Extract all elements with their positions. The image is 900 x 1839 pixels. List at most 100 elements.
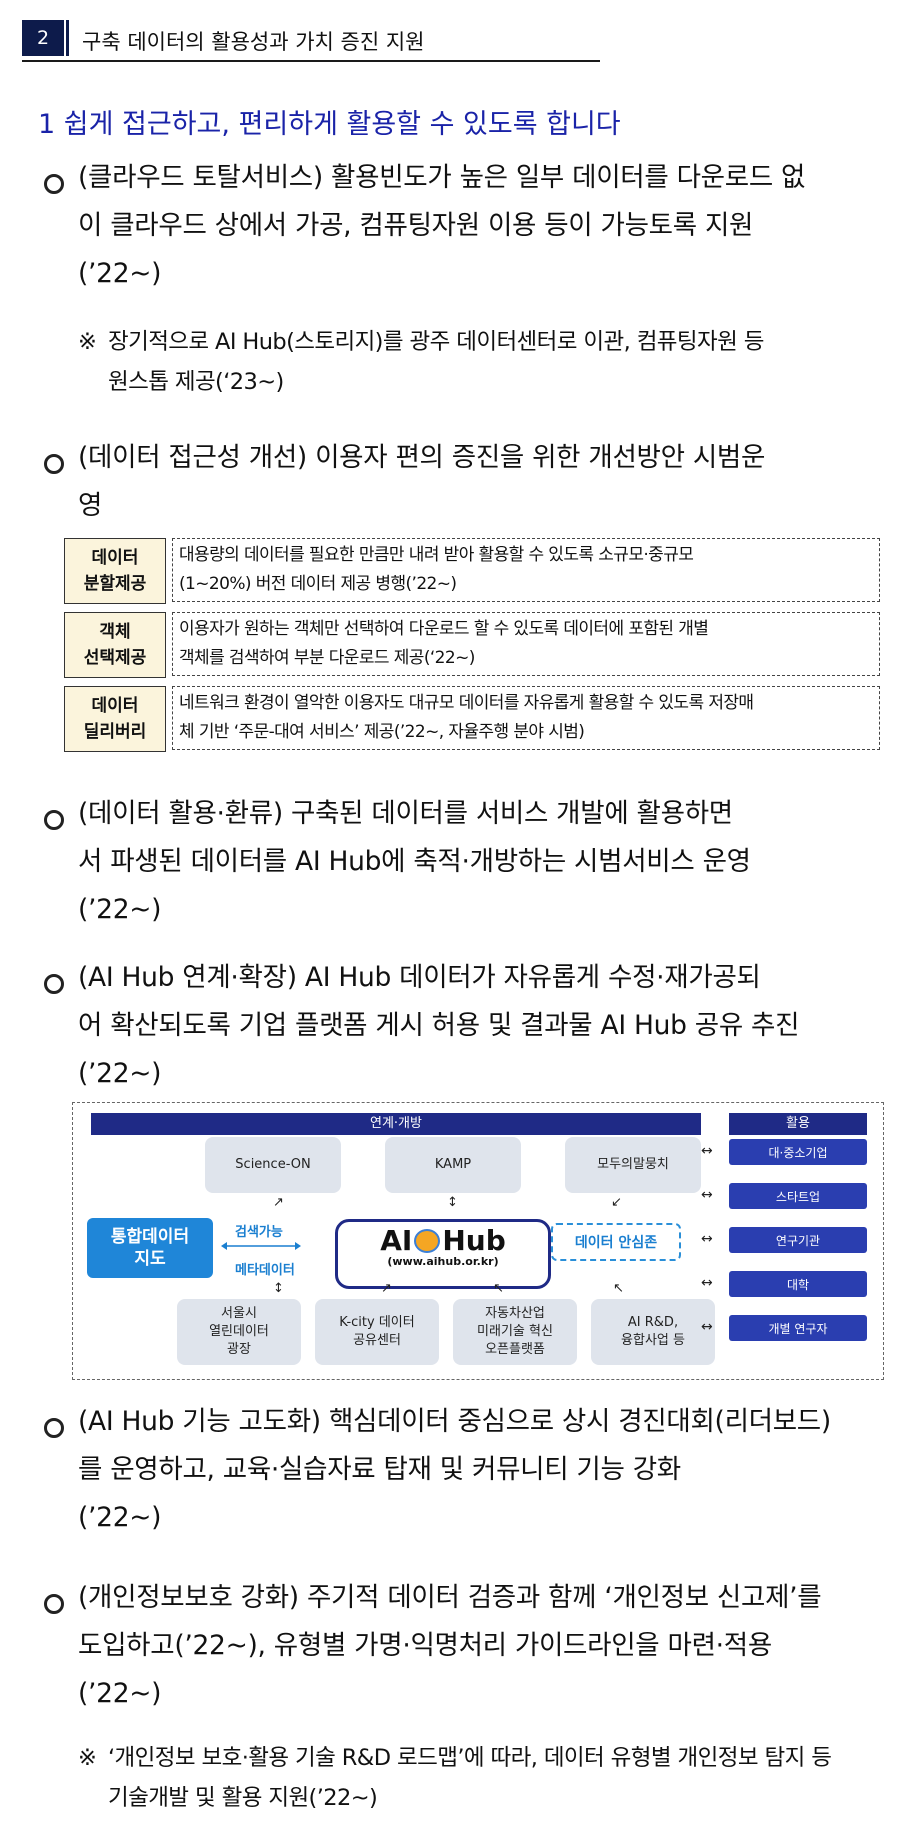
box-line: 오픈플랫폼 [485, 1342, 545, 1357]
box-line: K-city 데이터 [339, 1315, 415, 1330]
table-row-label: 객체 선택제공 [64, 612, 166, 678]
partner-box: KAMP [385, 1137, 521, 1193]
desc-line: 이용자가 원하는 객체만 선택하여 다운로드 할 수 있도록 데이터에 포함된 … [179, 619, 709, 639]
search-label: 검색가능 [235, 1225, 283, 1240]
diagram-use-bar: 활용 [729, 1113, 867, 1135]
note-mark: ※ [78, 329, 97, 355]
bullet-line: (데이터 접근성 개선) 이용자 편의 증진을 위한 개선방안 시범운 [78, 442, 766, 473]
label-line: 분할제공 [83, 574, 147, 594]
label-line: 선택제공 [83, 648, 147, 668]
table-row: 데이터 딜리버리 네트워크 환경이 열악한 이용자도 대규모 데이터를 자유롭게… [64, 686, 884, 752]
bullet-circle-icon [44, 454, 64, 474]
bullet-line: (데이터 활용·환류) 구축된 데이터를 서비스 개발에 활용하면 [78, 798, 733, 829]
box-line: 미래기술 혁신 [477, 1324, 553, 1339]
user-group: 개별 연구자 [729, 1315, 867, 1341]
partner-box: 자동차산업 미래기술 혁신 오픈플랫폼 [453, 1299, 577, 1365]
bullet-text: (AI Hub 연계·확장) AI Hub 데이터가 자유롭게 수정·재가공되 … [78, 954, 888, 1098]
aihub-diagram: 연계·개방 활용 Science-ON KAMP 모두의말뭉치 ↗ ↕ ↙ 통합… [72, 1102, 884, 1380]
note-mark: ※ [78, 1745, 97, 1771]
section-number-bar [66, 20, 69, 56]
section-header: 2 구축 데이터의 활용성과 가치 증진 지원 [22, 14, 600, 62]
partner-box: AI R&D, 융합사업 등 [591, 1299, 715, 1365]
note-line: ‘개인정보 보호·활용 기술 R&D 로드맵’에 따라, 데이터 유형별 개인정… [108, 1745, 832, 1771]
bullet-line: 서 파생된 데이터를 AI Hub에 축적·개방하는 시범서비스 운영 [78, 846, 751, 877]
bidirectional-arrow-icon [221, 1242, 301, 1250]
partner-box: 모두의말뭉치 [565, 1137, 701, 1193]
aihub-name: AI Hub [338, 1224, 548, 1257]
table-row-label: 데이터 분할제공 [64, 538, 166, 604]
box-line: 열린데이터 [209, 1324, 269, 1339]
box-line: 공유센터 [353, 1333, 401, 1348]
subheading: 1 쉽게 접근하고, 편리하게 활용할 수 있도록 합니다 [38, 109, 621, 140]
bullet-circle-icon [44, 174, 64, 194]
bullet-circle-icon [44, 1594, 64, 1614]
bullet-circle-icon [44, 974, 64, 994]
arrow-icon: ↙ [611, 1195, 622, 1210]
box-line: 융합사업 등 [621, 1333, 685, 1348]
box-line: AI R&D, [627, 1315, 679, 1330]
bullet-line: 이 클라우드 상에서 가공, 컴퓨팅자원 이용 등이 가능토록 지원 [78, 210, 754, 241]
bullet-circle-icon [44, 1418, 64, 1438]
user-group: 대학 [729, 1271, 867, 1297]
desc-line: 대용량의 데이터를 필요한 만큼만 내려 받아 활용할 수 있도록 소규모·중규… [179, 545, 694, 565]
diagram-top-bar: 연계·개방 [91, 1113, 701, 1135]
label-line: 객체 [99, 622, 131, 642]
double-arrow-icon: ↔ [701, 1143, 713, 1159]
map-line: 지도 [134, 1249, 166, 1269]
map-line: 통합데이터 [110, 1227, 190, 1247]
bullet-text: (클라우드 토탈서비스) 활용빈도가 높은 일부 데이터를 다운로드 없 이 클… [78, 154, 888, 298]
note-line: 기술개발 및 활용 지원(’22~) [108, 1785, 378, 1811]
desc-line: 체 기반 ‘주문-대여 서비스’ 제공(’22~, 자율주행 분야 시범) [179, 722, 585, 742]
box-line: 자동차산업 [485, 1306, 545, 1321]
integrated-data-map: 통합데이터 지도 [87, 1218, 213, 1278]
note-line: 원스톱 제공(‘23~) [108, 369, 284, 395]
bullet-line: (개인정보보호 강화) 주기적 데이터 검증과 함께 ‘개인정보 신고제’를 [78, 1582, 822, 1613]
bullet-line: 어 확산되도록 기업 플랫폼 게시 허용 및 결과물 AI Hub 공유 추진 [78, 1010, 800, 1041]
data-safe-zone: 데이터 안심존 [551, 1223, 681, 1261]
desc-line: 네트워크 환경이 열악한 이용자도 대규모 데이터를 자유롭게 활용할 수 있도… [179, 693, 754, 713]
bullet-line: (’22~) [78, 894, 162, 925]
bullet-line: (’22~) [78, 258, 162, 289]
box-line: 광장 [227, 1342, 251, 1357]
table-row: 데이터 분할제공 대용량의 데이터를 필요한 만큼만 내려 받아 활용할 수 있… [64, 538, 884, 604]
table-row-description: 대용량의 데이터를 필요한 만큼만 내려 받아 활용할 수 있도록 소규모·중규… [172, 538, 880, 602]
aihub-logo-box: AI Hub (www.aihub.or.kr) [335, 1219, 551, 1289]
label-line: 데이터 [91, 696, 139, 716]
bullet-line: (’22~) [78, 1058, 162, 1089]
user-group: 스타트업 [729, 1183, 867, 1209]
bullet-text: (개인정보보호 강화) 주기적 데이터 검증과 함께 ‘개인정보 신고제’를 도… [78, 1574, 888, 1718]
arrow-icon: ↖ [613, 1281, 624, 1296]
double-arrow-icon: ↔ [701, 1231, 713, 1247]
arrow-icon: ↗ [273, 1195, 284, 1210]
partner-box: 서울시 열린데이터 광장 [177, 1299, 301, 1365]
section-number: 2 [22, 20, 64, 56]
arrow-icon: ↖ [493, 1281, 504, 1296]
hub-name-part: AI [380, 1224, 413, 1257]
arrow-icon: ↕ [447, 1195, 458, 1210]
brain-icon [414, 1229, 441, 1253]
bullet-text: (데이터 활용·환류) 구축된 데이터를 서비스 개발에 활용하면 서 파생된 … [78, 790, 888, 934]
user-group: 연구기관 [729, 1227, 867, 1253]
arrow-icon: ↕ [273, 1281, 284, 1296]
desc-line: (1~20%) 버전 데이터 제공 병행(’22~) [179, 574, 457, 594]
desc-line: 객체를 검색하여 부분 다운로드 제공(‘22~) [179, 648, 475, 668]
table-row-description: 네트워크 환경이 열악한 이용자도 대규모 데이터를 자유롭게 활용할 수 있도… [172, 686, 880, 750]
table-row-label: 데이터 딜리버리 [64, 686, 166, 752]
section-title: 구축 데이터의 활용성과 가치 증진 지원 [82, 30, 425, 54]
bullet-line: (클라우드 토탈서비스) 활용빈도가 높은 일부 데이터를 다운로드 없 [78, 162, 806, 193]
bullet-line: (AI Hub 연계·확장) AI Hub 데이터가 자유롭게 수정·재가공되 [78, 962, 761, 993]
note: ※장기적으로 AI Hub(스토리지)를 광주 데이터센터로 이관, 컴퓨팅자원… [78, 322, 890, 402]
hub-name-part: Hub [442, 1224, 506, 1257]
note: ※ ‘개인정보 보호·활용 기술 R&D 로드맵’에 따라, 데이터 유형별 개인… [78, 1738, 890, 1818]
bullet-line: 를 운영하고, 교육·실습자료 탑재 및 커뮤니티 기능 강화 [78, 1454, 681, 1485]
double-arrow-icon: ↔ [701, 1187, 713, 1203]
bullet-line: 영 [78, 490, 103, 521]
user-group: 대·중소기업 [729, 1139, 867, 1165]
bullet-line: 도입하고(’22~), 유형별 가명·익명처리 가이드라인을 마련·적용 [78, 1630, 772, 1661]
label-line: 딜리버리 [83, 722, 147, 742]
arrow-icon: ↗ [381, 1281, 392, 1296]
bullet-text: (AI Hub 기능 고도화) 핵심데이터 중심으로 상시 경진대회(리더보드)… [78, 1398, 888, 1542]
double-arrow-icon: ↔ [701, 1319, 713, 1335]
aihub-url: (www.aihub.or.kr) [387, 1255, 499, 1268]
